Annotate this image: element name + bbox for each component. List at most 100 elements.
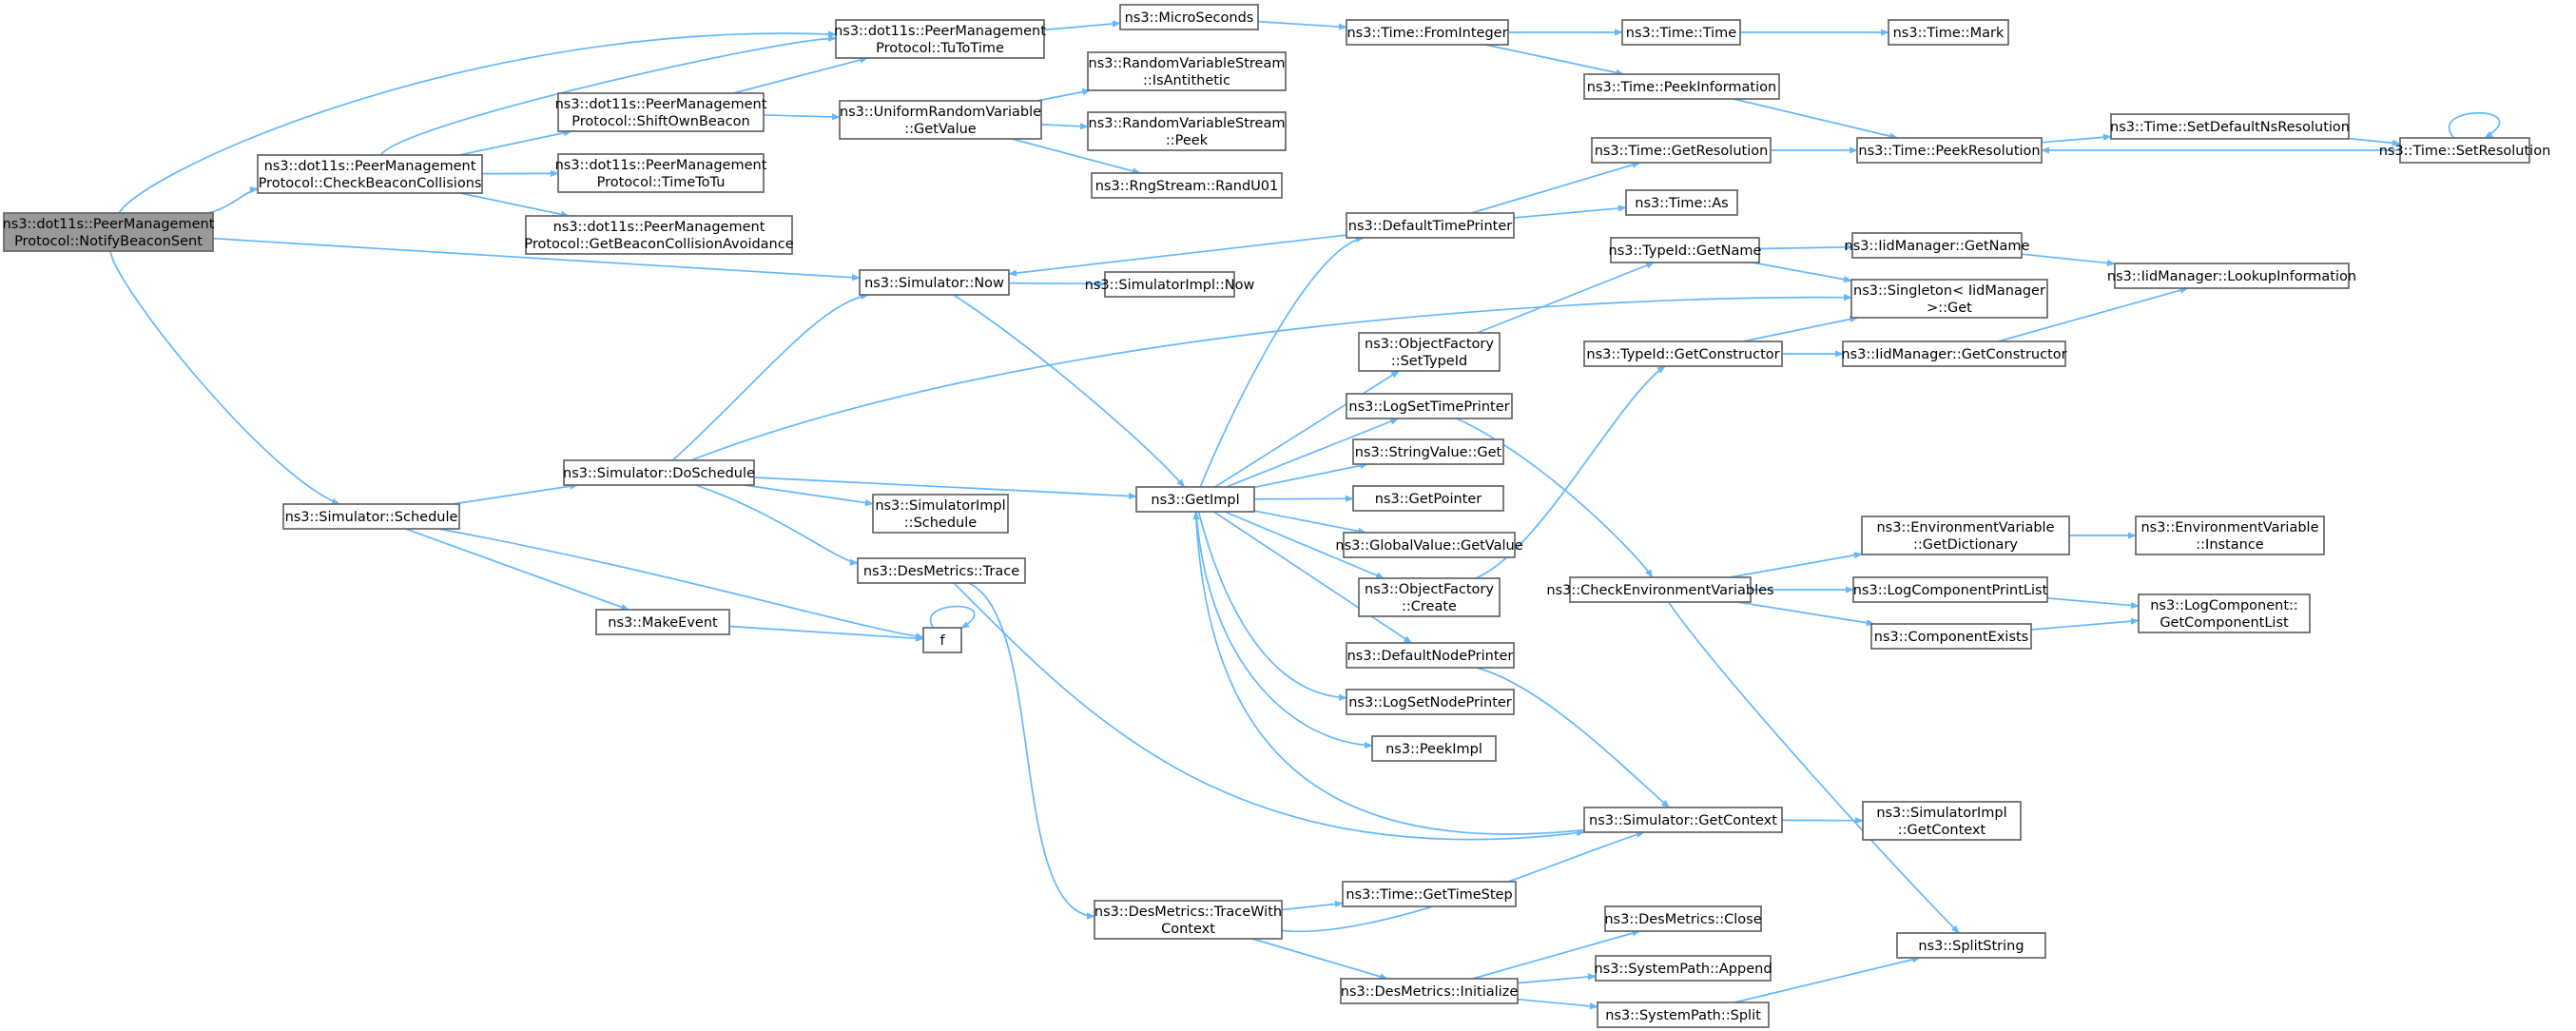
node-deftimeprinter[interactable]: ns3::DefaultTimePrinter: [1346, 212, 1515, 239]
node-box: [1104, 271, 1235, 298]
node-simimplnow[interactable]: ns3::SimulatorImpl::Now: [1085, 271, 1255, 298]
node-singletonget[interactable]: ns3::Singleton< IidManager>::Get: [1850, 279, 2048, 319]
node-peekres[interactable]: ns3::Time::PeekResolution: [1856, 137, 2043, 164]
node-desmclose[interactable]: ns3::DesMetrics::Close: [1604, 905, 1762, 932]
node-peekimpl[interactable]: ns3::PeekImpl: [1371, 735, 1497, 762]
node-label: ns3::IidManager::GetConstructor: [1841, 347, 2066, 362]
node-timemark[interactable]: ns3::Time::Mark: [1888, 19, 2009, 46]
node-box: [1340, 978, 1519, 1004]
node-label: ns3::Simulator::DoSchedule: [563, 466, 755, 481]
node-label: ns3::Time::Mark: [1893, 26, 2005, 41]
node-iidgetname[interactable]: ns3::IidManager::GetName: [1845, 232, 2030, 259]
node-label: ns3::EnvironmentVariable: [1876, 520, 2054, 535]
node-microseconds[interactable]: ns3::MicroSeconds: [1119, 4, 1259, 30]
node-simgetcontext[interactable]: ns3::Simulator::GetContext: [1583, 807, 1783, 833]
node-compexists[interactable]: ns3::ComponentExists: [1870, 623, 2032, 650]
node-label: ns3::SimulatorImpl: [875, 498, 1005, 514]
node-label: ns3::PeekImpl: [1385, 742, 1482, 757]
edge-notify-to-simschedule: [109, 250, 340, 505]
node-envinstance[interactable]: ns3::EnvironmentVariable::Instance: [2135, 516, 2325, 555]
node-logcompprintlist[interactable]: ns3::LogComponentPrintList: [1852, 576, 2048, 603]
edge-checkbeacon-to-tututime: [379, 34, 837, 156]
node-uniformgetvalue[interactable]: ns3::UniformRandomVariable::GetValue: [839, 100, 1042, 140]
node-label: ns3::RandomVariableStream: [1089, 56, 1286, 71]
node-label: ns3::LogComponentPrintList: [1853, 583, 2048, 598]
edge-simschedule-to-makeevent: [405, 528, 629, 611]
node-box: [557, 92, 765, 132]
node-box: [557, 153, 765, 193]
edge-uniformgetvalue-to-randu01: [1011, 138, 1142, 175]
node-getbeaconavoid[interactable]: ns3::dot11s::PeerManagementProtocol::Get…: [524, 215, 794, 255]
node-box: [872, 494, 1009, 534]
node-shiftown[interactable]: ns3::dot11s::PeerManagementProtocol::Shi…: [555, 92, 767, 132]
node-logsetnode[interactable]: ns3::LogSetNodePrinter: [1346, 689, 1515, 715]
node-defnodeprinter[interactable]: ns3::DefaultNodePrinter: [1346, 642, 1515, 669]
node-objcreate[interactable]: ns3::ObjectFactory::Create: [1358, 577, 1501, 617]
node-getpointer[interactable]: ns3::GetPointer: [1352, 485, 1504, 512]
node-simimplgetcontext[interactable]: ns3::SimulatorImpl::GetContext: [1862, 801, 2022, 841]
node-splitstring[interactable]: ns3::SplitString: [1896, 932, 2046, 959]
node-syssplit[interactable]: ns3::SystemPath::Split: [1597, 1002, 1770, 1028]
node-timeas[interactable]: ns3::Time::As: [1625, 189, 1738, 216]
edge-tututime-to-microseconds: [1043, 20, 1121, 31]
node-label: ns3::Simulator::Schedule: [285, 510, 458, 525]
node-simimplschedule[interactable]: ns3::SimulatorImpl::Schedule: [872, 494, 1009, 534]
node-timegetstep[interactable]: ns3::Time::GetTimeStep: [1342, 881, 1517, 907]
node-tututime[interactable]: ns3::dot11s::PeerManagementProtocol::TuT…: [834, 19, 1046, 59]
node-checkbeacon[interactable]: ns3::dot11s::PeerManagementProtocol::Che…: [257, 154, 483, 194]
node-checkenv[interactable]: ns3::CheckEnvironmentVariables: [1546, 576, 1774, 603]
node-iidlookup[interactable]: ns3::IidManager::LookupInformation: [2107, 263, 2356, 289]
node-timetime[interactable]: ns3::Time::Time: [1621, 19, 1741, 46]
node-makeevent[interactable]: ns3::MakeEvent: [595, 609, 730, 635]
node-stringvalueget[interactable]: ns3::StringValue::Get: [1352, 438, 1504, 465]
edge-objsettypeid-to-typeidgetname: [1476, 262, 1656, 334]
node-globalgetvalue[interactable]: ns3::GlobalValue::GetValue: [1335, 532, 1523, 558]
node-box: [282, 503, 460, 530]
node-f[interactable]: f: [922, 627, 962, 653]
node-sysappend[interactable]: ns3::SystemPath::Append: [1594, 955, 1772, 982]
node-simdoschedule[interactable]: ns3::Simulator::DoSchedule: [563, 459, 755, 486]
node-label: Protocol::GetBeaconCollisionAvoidance: [524, 237, 793, 252]
node-getres[interactable]: ns3::Time::GetResolution: [1591, 137, 1772, 164]
node-rvspeek[interactable]: ns3::RandomVariableStream::Peek: [1087, 111, 1287, 151]
node-fromint[interactable]: ns3::Time::FromInteger: [1346, 19, 1509, 46]
edge-uniformgetvalue-to-isantithetic: [1036, 88, 1092, 102]
edge-getimpl-to-defnodeprinter: [1213, 511, 1413, 644]
edge-getimpl-to-stringvalueget: [1253, 462, 1369, 489]
node-desminit[interactable]: ns3::DesMetrics::Initialize: [1340, 978, 1519, 1004]
edge-getimpl-to-objcreate: [1224, 511, 1385, 579]
edge-simnow-to-getimpl: [953, 294, 1186, 488]
node-typeidgetctor[interactable]: ns3::TypeId::GetConstructor: [1583, 340, 1783, 367]
node-objsettypeid[interactable]: ns3::ObjectFactory::SetTypeId: [1358, 332, 1501, 372]
node-simschedule[interactable]: ns3::Simulator::Schedule: [282, 503, 460, 530]
edge-makeevent-to-f: [728, 625, 924, 642]
node-iidgetctor[interactable]: ns3::IidManager::GetConstructor: [1841, 340, 2067, 367]
node-randu01[interactable]: ns3::RngStream::RandU01: [1091, 172, 1283, 199]
node-label: ns3::dot11s::PeerManagement: [264, 159, 476, 174]
node-logsettime[interactable]: ns3::LogSetTimePrinter: [1346, 393, 1513, 419]
node-box: [1597, 1002, 1770, 1028]
node-box: [1342, 881, 1517, 907]
node-peekinfo[interactable]: ns3::Time::PeekInformation: [1583, 73, 1780, 100]
node-setdefns[interactable]: ns3::Time::SetDefaultNsResolution: [2110, 113, 2350, 140]
node-setres[interactable]: ns3::Time::SetResolution: [2379, 137, 2551, 164]
edge-desminit-to-syssplit: [1517, 998, 1598, 1010]
node-label: ns3::UniformRandomVariable: [840, 105, 1041, 120]
node-logcompgetlist[interactable]: ns3::LogComponent::GetComponentList: [2138, 593, 2311, 633]
edge-desmtracewith-to-timegetstep: [1281, 900, 1344, 911]
node-timetotu[interactable]: ns3::dot11s::PeerManagementProtocol::Tim…: [555, 153, 767, 193]
node-label: ::GetDictionary: [1913, 537, 2018, 553]
node-desmtrace[interactable]: ns3::DesMetrics::Trace: [857, 557, 1026, 584]
node-simnow[interactable]: ns3::Simulator::Now: [859, 269, 1010, 296]
node-getimpl[interactable]: ns3::GetImpl: [1135, 486, 1255, 513]
node-box: [1094, 900, 1283, 940]
node-box: [2399, 137, 2530, 164]
node-envgetdict[interactable]: ns3::EnvironmentVariable::GetDictionary: [1861, 516, 2070, 555]
node-box: [1346, 642, 1515, 669]
node-typeidgetname[interactable]: ns3::TypeId::GetName: [1609, 237, 1762, 263]
node-label: ns3::Time::SetResolution: [2379, 144, 2551, 159]
edge-simschedule-to-f: [437, 528, 924, 640]
node-isantithetic[interactable]: ns3::RandomVariableStream::IsAntithetic: [1087, 51, 1287, 91]
node-notify[interactable]: ns3::dot11s::PeerManagementProtocol::Not…: [3, 212, 215, 252]
